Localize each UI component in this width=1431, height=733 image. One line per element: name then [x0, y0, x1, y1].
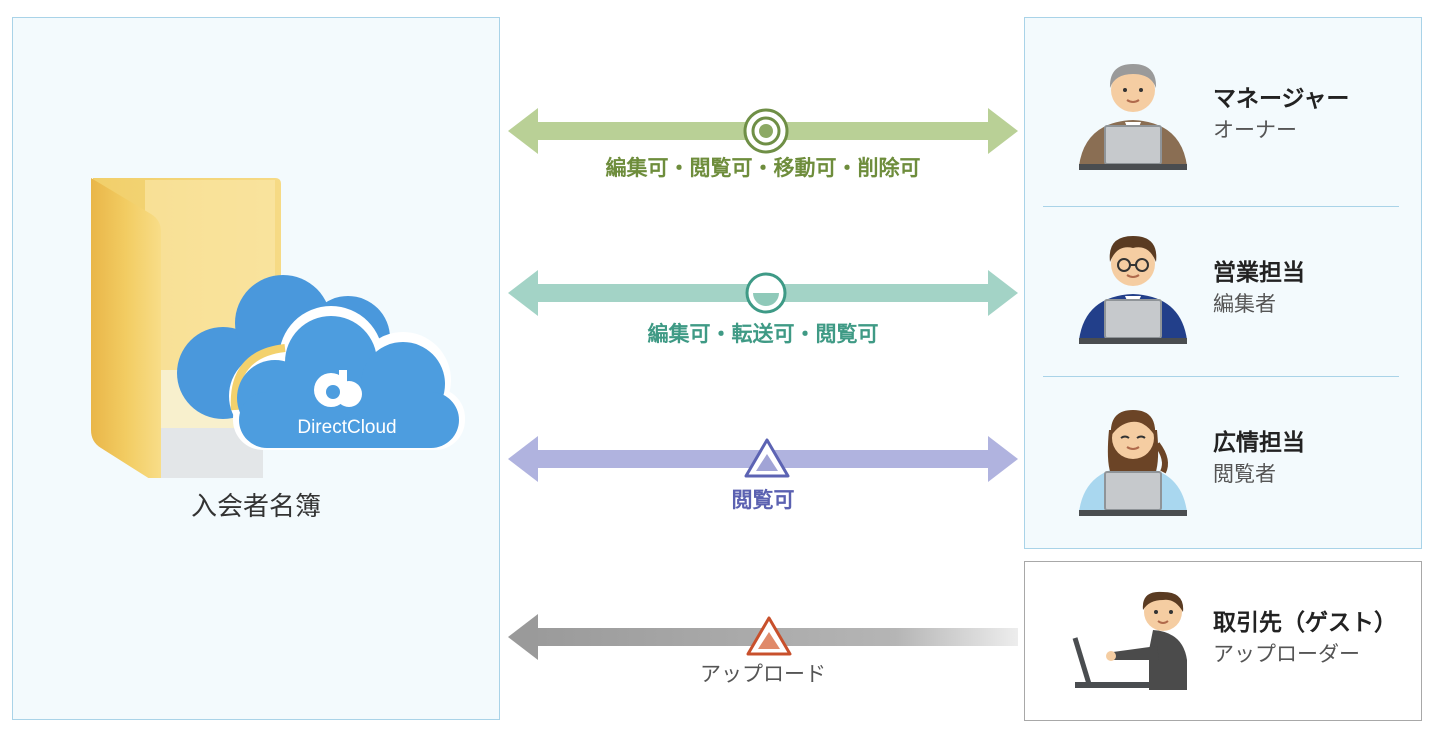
folder-name: 入会者名簿 [190, 492, 321, 522]
connection-editor: 編集可・転送可・閲覧可 [508, 248, 1018, 346]
connection-viewer: 閲覧可 [508, 414, 1018, 512]
arrow-left-gray [508, 614, 1018, 660]
double-circle-icon [743, 108, 789, 154]
circle-icon [745, 272, 787, 314]
directcloud-logo-icon [314, 370, 362, 407]
arrow-both-blue [508, 436, 1018, 482]
connection-label: 編集可・転送可・閲覧可 [647, 322, 879, 346]
guest-avatar-icon [1072, 591, 1187, 690]
folder-panel: DirectCloud 入会者名簿 [12, 17, 500, 720]
role-name: 営業担当 [1213, 260, 1305, 286]
role-name: マネージャー [1213, 86, 1350, 112]
role-pr: 広情担当 閲覧者 [1213, 428, 1305, 490]
triangle-icon [746, 616, 792, 656]
connection-owner: 編集可・閲覧可・移動可・削除可 [508, 86, 1018, 180]
role-sales: 営業担当 編集者 [1213, 258, 1305, 320]
folder-cloud-icon[interactable]: DirectCloud [13, 18, 501, 478]
sales-avatar-icon [1079, 236, 1187, 344]
divider [1043, 376, 1399, 377]
role-name: 広情担当 [1213, 430, 1305, 456]
role-manager: マネージャー オーナー [1213, 84, 1349, 146]
arrow-both-green [508, 108, 1018, 154]
connection-uploader: アップロード [508, 592, 1018, 686]
role-permission: アップローダー [1213, 642, 1360, 666]
manager-avatar-icon [1079, 64, 1187, 170]
roles-panel: マネージャー オーナー 営業担当 編集者 広情担当 閲覧者 [1024, 17, 1422, 549]
connection-label: 編集可・閲覧可・移動可・削除可 [605, 156, 921, 180]
role-name: 取引先（ゲスト） [1213, 610, 1397, 636]
triangle-icon [744, 438, 790, 478]
divider [1043, 206, 1399, 207]
role-permission: 編集者 [1213, 292, 1276, 316]
guest-panel: 取引先（ゲスト） アップローダー [1024, 561, 1422, 721]
role-permission: オーナー [1213, 118, 1297, 142]
directcloud-logo-text: DirectCloud [297, 417, 396, 438]
arrow-both-teal [508, 270, 1018, 316]
connection-label: アップロード [700, 662, 826, 686]
connection-label: 閲覧可 [731, 488, 795, 512]
role-guest: 取引先（ゲスト） アップローダー [1213, 608, 1397, 670]
pr-avatar-icon [1079, 410, 1187, 516]
role-permission: 閲覧者 [1213, 462, 1276, 486]
